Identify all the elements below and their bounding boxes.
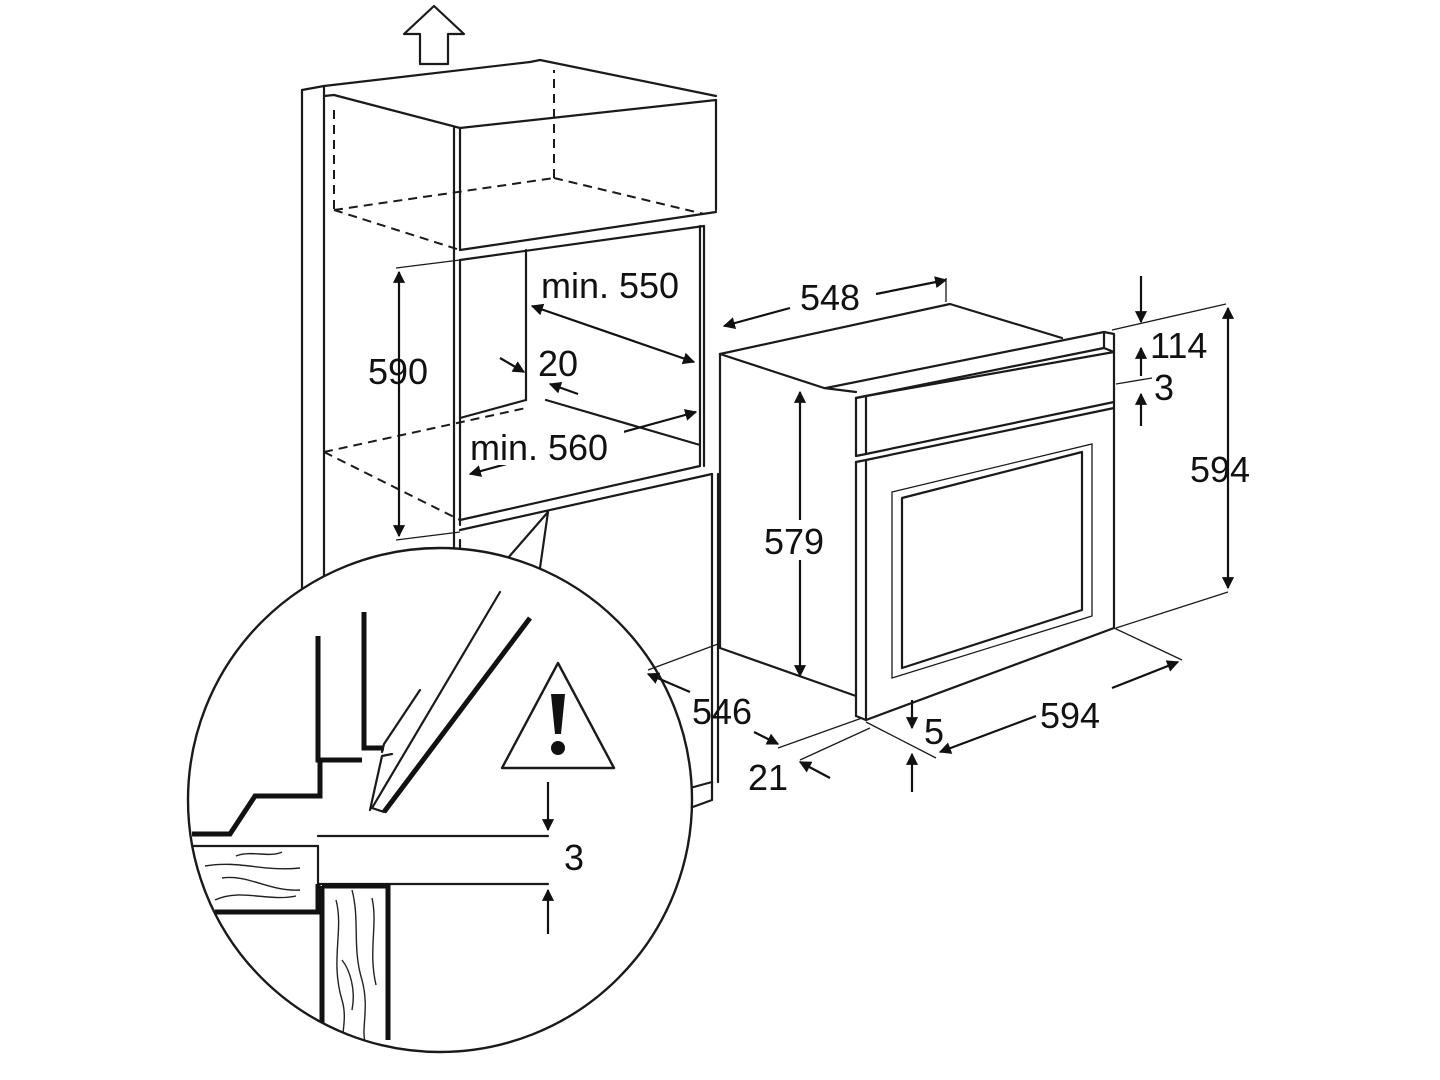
label-oven-top-panel: 114 xyxy=(1150,325,1207,366)
detail-circle xyxy=(186,546,694,1054)
cabinet-dimensions: 590 min. 550 20 min. 560 xyxy=(368,259,698,541)
label-oven-front-thickness: 21 xyxy=(748,757,788,798)
oven xyxy=(718,302,1116,722)
label-oven-height: 594 xyxy=(1190,449,1250,490)
label-oven-body-height: 579 xyxy=(764,521,824,562)
label-cab-height: 590 xyxy=(368,351,428,392)
label-detail-gap: 3 xyxy=(564,837,584,878)
label-oven-depth: 548 xyxy=(800,277,860,318)
label-cab-gap: 20 xyxy=(538,343,578,384)
oven-dimensions: 548 114 3 594 579 546 21 5 xyxy=(646,276,1250,798)
up-arrow-icon xyxy=(402,4,466,66)
label-oven-bottom-gap: 5 xyxy=(924,711,944,752)
label-oven-width: 594 xyxy=(1040,695,1100,736)
warning-triangle-icon xyxy=(500,661,616,770)
label-cab-min-depth: min. 550 xyxy=(541,265,679,306)
label-cab-min-width: min. 560 xyxy=(470,427,608,468)
label-oven-body-depth: 546 xyxy=(692,691,752,732)
detail-callout: 3 xyxy=(186,510,694,1054)
label-oven-top-gap: 3 xyxy=(1154,367,1174,408)
